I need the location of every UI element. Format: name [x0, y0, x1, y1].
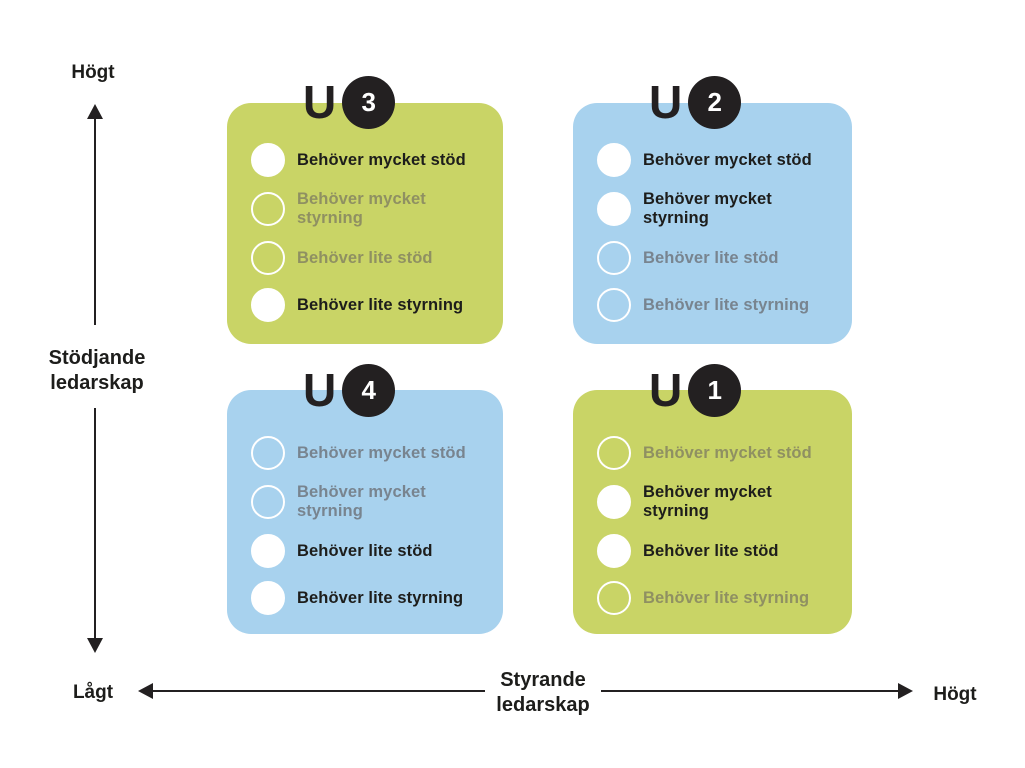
- checklist-item: Behöver lite stöd: [597, 534, 834, 568]
- item-label: Behöver lite stöd: [643, 541, 779, 560]
- checklist-item: Behöver lite stöd: [597, 241, 834, 275]
- item-label: Behöver mycket stöd: [297, 150, 466, 169]
- quadrant-u2: Behöver mycket stöd Behöver mycket styrn…: [573, 103, 852, 344]
- x-axis-title-line2: ledarskap: [496, 694, 590, 716]
- check-dot-icon: [597, 192, 631, 226]
- item-label: Behöver lite stöd: [297, 541, 433, 560]
- item-label: Behöver lite stöd: [297, 248, 433, 267]
- check-dot-icon: [597, 534, 631, 568]
- checklist-item: Behöver mycket stöd: [251, 436, 485, 470]
- y-axis-title-line1: Stödjande: [48, 347, 146, 369]
- item-label: Behöver lite stöd: [643, 248, 779, 267]
- u3-letter: U: [303, 75, 336, 128]
- u1-letter: U: [649, 363, 682, 416]
- y-axis-title: Stödjande ledarskap: [25, 346, 169, 396]
- check-dot-icon: [251, 288, 285, 322]
- checklist-item: Behöver mycket stöd: [597, 143, 834, 177]
- x-axis-title: Styrande ledarskap: [473, 668, 613, 718]
- x-axis-arrow-left-icon: [138, 683, 153, 699]
- check-dot-icon: [597, 485, 631, 519]
- axis-low-label: Lågt: [72, 682, 114, 703]
- item-label: Behöver lite styrning: [297, 588, 464, 607]
- check-dot-icon: [597, 288, 631, 322]
- y-axis-title-line2: ledarskap: [50, 372, 144, 394]
- checklist-item: Behöver lite stöd: [251, 241, 485, 275]
- item-label: Behöver mycket styrning: [297, 190, 426, 227]
- check-dot-icon: [251, 485, 285, 519]
- item-label: Behöver mycket stöd: [643, 150, 812, 169]
- checklist-item: Behöver lite styrning: [597, 288, 834, 322]
- y-axis-arrow-up-icon: [87, 104, 103, 119]
- item-label: Behöver lite styrning: [297, 295, 464, 314]
- item-label: Behöver mycket styrning: [643, 483, 772, 520]
- check-dot-icon: [251, 241, 285, 275]
- x-axis-line-left: [152, 690, 485, 692]
- item-label: Behöver mycket styrning: [643, 190, 772, 227]
- check-dot-icon: [251, 436, 285, 470]
- quadrant-u2-header: U 2: [649, 75, 742, 129]
- checklist-item: Behöver lite styrning: [251, 581, 485, 615]
- u4-number-badge: 4: [342, 364, 396, 417]
- checklist-item: Behöver mycket stöd: [597, 436, 834, 470]
- checklist-item: Behöver mycket styrning: [251, 190, 485, 228]
- y-axis-line-lower: [94, 408, 96, 639]
- checklist-item: Behöver mycket styrning: [597, 190, 834, 228]
- check-dot-icon: [251, 143, 285, 177]
- u1-number-badge: 1: [688, 364, 742, 417]
- u4-letter: U: [303, 363, 336, 416]
- item-label: Behöver mycket stöd: [297, 443, 466, 462]
- u2-letter: U: [649, 75, 682, 128]
- item-label: Behöver mycket styrning: [297, 483, 426, 520]
- check-dot-icon: [597, 436, 631, 470]
- checklist-item: Behöver mycket styrning: [597, 483, 834, 521]
- item-label: Behöver mycket stöd: [643, 443, 812, 462]
- checklist-item: Behöver lite styrning: [251, 288, 485, 322]
- x-axis-title-line1: Styrande: [500, 669, 586, 691]
- checklist-item: Behöver mycket stöd: [251, 143, 485, 177]
- quadrant-u3: Behöver mycket stöd Behöver mycket styrn…: [227, 103, 503, 344]
- check-dot-icon: [597, 241, 631, 275]
- quadrant-u1-header: U 1: [649, 363, 742, 417]
- x-axis-arrow-right-icon: [898, 683, 913, 699]
- check-dot-icon: [597, 143, 631, 177]
- u2-number-badge: 2: [688, 76, 742, 129]
- quadrant-u1: Behöver mycket stöd Behöver mycket styrn…: [573, 390, 852, 634]
- checklist-item: Behöver lite styrning: [597, 581, 834, 615]
- checklist-item: Behöver mycket styrning: [251, 483, 485, 521]
- u3-number-badge: 3: [342, 76, 396, 129]
- check-dot-icon: [251, 192, 285, 226]
- check-dot-icon: [597, 581, 631, 615]
- item-label: Behöver lite styrning: [643, 295, 810, 314]
- y-axis-high-label: Högt: [71, 62, 115, 83]
- x-axis-line-right: [601, 690, 898, 692]
- y-axis-arrow-down-icon: [87, 638, 103, 653]
- y-axis-line-upper: [94, 117, 96, 325]
- quadrant-u3-header: U 3: [303, 75, 396, 129]
- check-dot-icon: [251, 534, 285, 568]
- quadrant-u4: Behöver mycket stöd Behöver mycket styrn…: [227, 390, 503, 634]
- quadrant-u4-header: U 4: [303, 363, 396, 417]
- x-axis-high-label: Högt: [933, 684, 977, 705]
- item-label: Behöver lite styrning: [643, 588, 810, 607]
- checklist-item: Behöver lite stöd: [251, 534, 485, 568]
- check-dot-icon: [251, 581, 285, 615]
